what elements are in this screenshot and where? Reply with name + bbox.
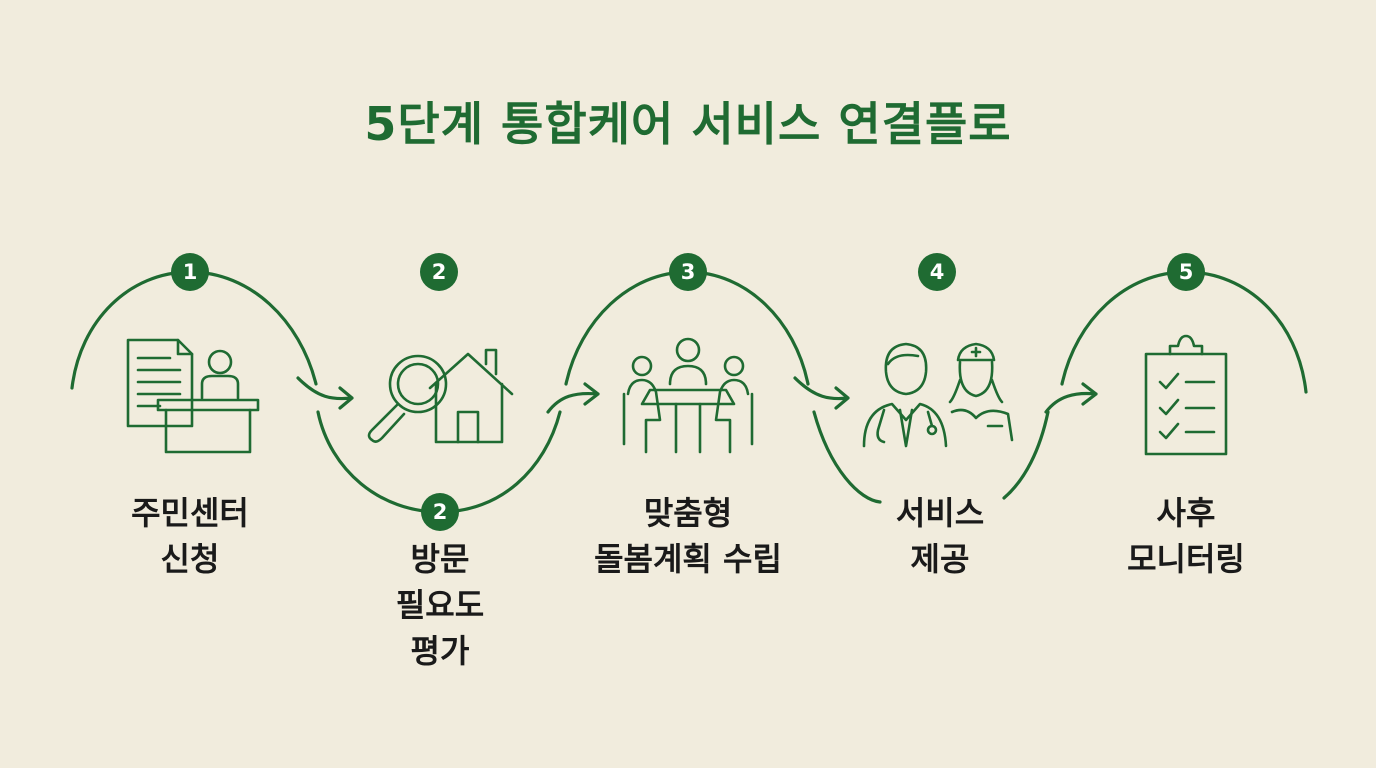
step-3-badge: 3 [669,253,707,291]
desk-document-person-icon [126,338,260,454]
step-4-label: 서비스 제공 [895,494,985,578]
meeting-table-icon [622,337,754,454]
step-4-badge: 4 [918,253,956,291]
step-2-lower-badge: 2 [421,493,459,531]
step-5-badge: 5 [1167,253,1205,291]
arrow-4-5 [1044,382,1098,414]
step-1-label: 주민센터 신청 [131,494,249,578]
clipboard-checklist-icon [1144,334,1228,456]
arc-step-4-lower [812,410,882,504]
step-3-label: 맞춤형 돌봄계획 수립 [594,494,782,578]
arrow-1-2 [296,376,354,410]
step-2-badge: 2 [420,253,458,291]
doctor-nurse-icon [862,342,1014,448]
step-2-label: 방문 필요도 평가 [395,540,485,670]
magnifier-house-icon [367,348,514,444]
step-5-label: 사후 모니터링 [1127,494,1245,578]
step-1-badge: 1 [171,253,209,291]
arrow-2-3 [546,382,600,414]
arrow-3-4 [793,376,850,410]
page-title: 5단계 통합케어 서비스 연결플로 [364,97,1012,151]
arc-step-4-lower-right [1002,410,1050,500]
